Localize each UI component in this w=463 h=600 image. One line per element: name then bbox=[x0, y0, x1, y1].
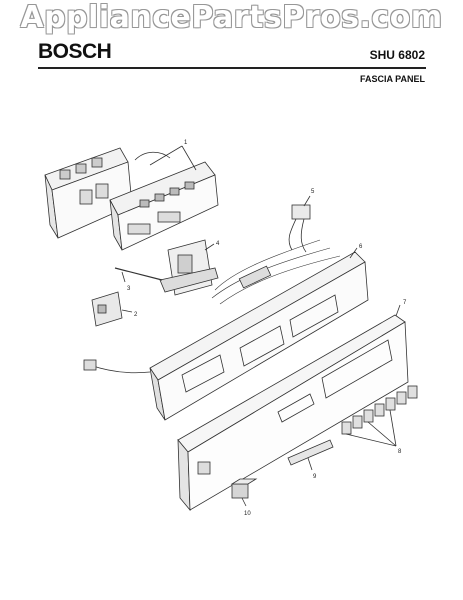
callout-7: 7 bbox=[403, 300, 407, 306]
part-bracket bbox=[91, 291, 133, 327]
part-switch bbox=[159, 239, 219, 296]
part-cap bbox=[230, 478, 258, 507]
section-title: FASCIA PANEL bbox=[359, 74, 425, 84]
part-fascia-panel bbox=[177, 304, 409, 512]
part-rod bbox=[114, 267, 163, 283]
brand-logo: BOSCH bbox=[38, 40, 112, 63]
callout-2: 2 bbox=[134, 312, 138, 318]
callout-10: 10 bbox=[244, 511, 251, 517]
watermark-logo: AppliancePartsPros.com bbox=[20, 0, 443, 35]
callout-8: 8 bbox=[398, 449, 402, 455]
header-divider bbox=[38, 67, 426, 69]
callout-1: 1 bbox=[184, 140, 188, 146]
part-wire-connector bbox=[288, 195, 311, 253]
callout-5: 5 bbox=[311, 189, 315, 195]
callout-9: 9 bbox=[313, 474, 317, 480]
part-handle-strip bbox=[287, 439, 334, 471]
callout-6: 6 bbox=[359, 244, 363, 250]
callout-3: 3 bbox=[127, 286, 131, 292]
callout-4: 4 bbox=[216, 241, 220, 247]
model-number: SHU 6802 bbox=[369, 48, 425, 62]
part-control-module bbox=[44, 145, 219, 251]
part-button-set bbox=[341, 385, 418, 447]
part-inner-panel bbox=[83, 239, 369, 421]
